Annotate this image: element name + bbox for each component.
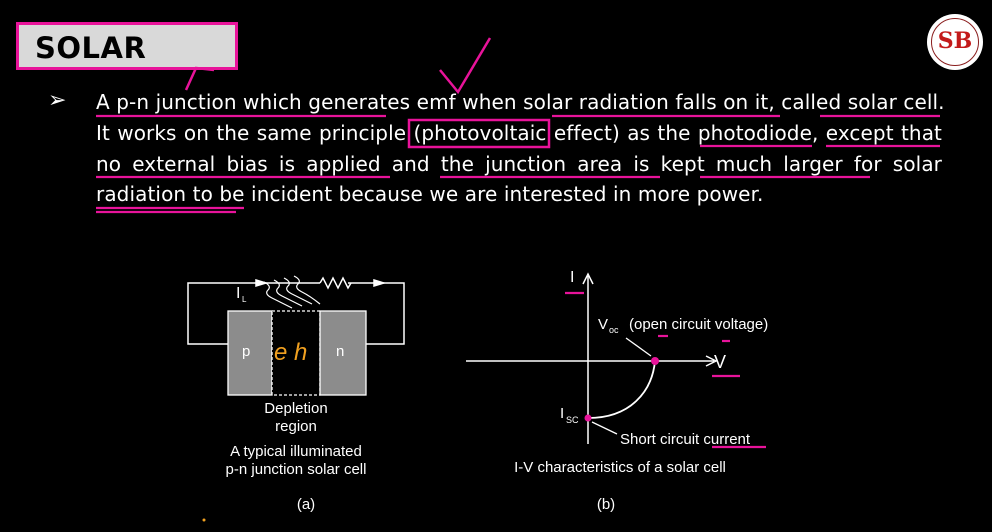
pen-arrow-mark xyxy=(184,66,215,91)
v-axis-label: V xyxy=(714,352,726,372)
slide-title: SOLAR CELL xyxy=(35,31,147,99)
voc-description: (open circuit voltage) xyxy=(629,316,768,333)
paragraph-line-2: It works on the same principle (photovol… xyxy=(96,121,942,145)
voc-pointer-arrow xyxy=(625,337,652,357)
brand-logo: SB xyxy=(927,14,983,70)
logo-text: SB xyxy=(937,28,973,54)
iv-curve xyxy=(587,360,656,419)
voc-point xyxy=(651,357,659,365)
isc-pointer-arrow xyxy=(591,421,618,435)
figure-b-pen-marks xyxy=(565,291,766,449)
isc-point xyxy=(584,414,592,422)
n-region xyxy=(319,310,367,396)
logo-ring xyxy=(931,18,979,66)
figure-b-caption: I-V characteristics of a solar cell xyxy=(514,459,726,476)
voc-subscript: oc xyxy=(609,325,619,335)
figure-a-caption-1: A typical illuminated xyxy=(230,443,362,460)
bullet-arrow-icon: ➢ xyxy=(48,88,67,113)
p-label: p xyxy=(242,343,250,360)
i-axis-label: I xyxy=(570,269,574,286)
photovoltaic-highlight-box xyxy=(407,118,551,149)
p-region xyxy=(227,310,273,396)
slide-title-box: SOLAR CELL xyxy=(16,22,238,99)
underlines xyxy=(96,114,940,214)
figure-b-sub-label: (b) xyxy=(597,496,615,513)
isc-label: I xyxy=(560,405,564,422)
paragraph-line-1: A p-n junction which generates emf when … xyxy=(96,90,945,114)
paragraph-line-4: radiation to be incident because we are … xyxy=(96,182,764,206)
figure-a-caption-2: p-n junction solar cell xyxy=(226,461,367,478)
current-label: I xyxy=(236,285,240,302)
voc-label: V xyxy=(598,316,608,333)
figure-a-sub-label: (a) xyxy=(297,496,315,513)
n-label: n xyxy=(336,343,344,360)
depletion-label-2: region xyxy=(275,418,317,435)
isc-subscript: SC xyxy=(566,415,579,425)
depletion-label-1: Depletion xyxy=(264,400,327,417)
figure-a-circuit xyxy=(187,276,405,345)
handwritten-e-h: e h xyxy=(274,339,307,366)
orange-pen-dot xyxy=(202,518,206,522)
isc-description: Short circuit current xyxy=(620,431,751,448)
current-subscript: L xyxy=(242,295,247,304)
resistor-symbol xyxy=(319,276,352,290)
light-rays-icon xyxy=(263,275,321,309)
paragraph-line-3: no external bias is applied and the junc… xyxy=(96,152,942,176)
pen-tick-mark xyxy=(439,37,492,95)
